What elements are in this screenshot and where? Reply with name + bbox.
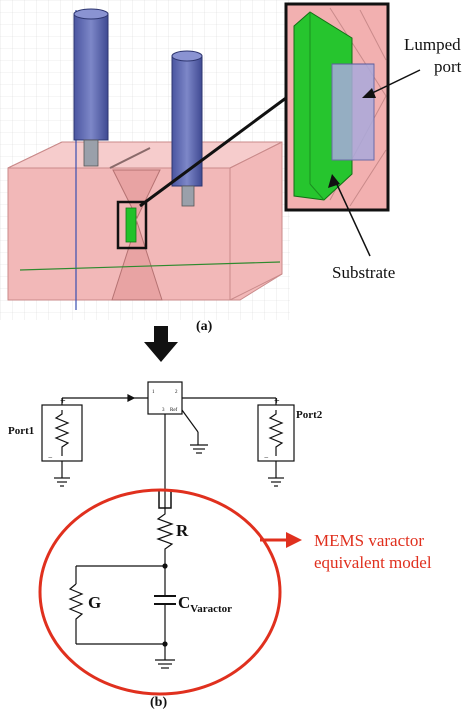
zoom-highlight-box xyxy=(116,200,148,250)
port1-label: Port1 xyxy=(8,425,34,437)
port2-label: Port2 xyxy=(296,409,323,421)
panel-b-circuit xyxy=(41,381,295,669)
zoom-inset xyxy=(284,2,390,212)
block-ground-icon xyxy=(190,444,208,454)
left-coaxial-probe xyxy=(73,8,109,167)
right-coaxial-probe xyxy=(171,50,203,207)
caption-b: (b) xyxy=(150,695,167,710)
resistor-r-icon xyxy=(156,508,174,560)
port2-minus-terminal: − xyxy=(264,453,269,462)
inset-lumped-port xyxy=(331,63,375,161)
port1-resistor-icon xyxy=(54,410,70,456)
block-pin-4: Ref xyxy=(170,408,178,413)
port1-minus-terminal: − xyxy=(48,453,53,462)
panel-b-labels: Port1 Port2 + + − − 1 2 3 Ref R G CVarac… xyxy=(8,390,432,710)
substrate-callout: Substrate xyxy=(328,174,395,282)
block-pin-2: 2 xyxy=(175,390,178,395)
port2-plus-terminal: + xyxy=(274,396,280,407)
s-parameter-block xyxy=(147,381,183,415)
port2-ground-icon xyxy=(268,477,284,487)
block-pin-1: 1 xyxy=(152,390,155,395)
caption-a: (a) xyxy=(196,319,213,334)
substrate-label: Substrate xyxy=(332,263,395,282)
lumped-port-callout: Lumped port xyxy=(362,35,462,98)
zoom-connector-line xyxy=(139,96,287,208)
conductance-g-label: G xyxy=(88,593,101,612)
mems-label-line1: MEMS varactor xyxy=(314,531,424,550)
panel-a-3d-model xyxy=(0,0,290,320)
mems-model-ellipse xyxy=(38,488,282,696)
lumped-port-label-line1: Lumped xyxy=(404,35,461,54)
resistor-r-label: R xyxy=(176,521,189,540)
y-axis-line xyxy=(19,261,281,271)
port1-ground-icon xyxy=(54,477,70,487)
mems-patch xyxy=(125,207,137,243)
mems-pointer-arrow xyxy=(260,532,302,548)
bowtie-antenna xyxy=(111,169,163,301)
lumped-port-label-line2: port xyxy=(434,57,462,76)
varactor-capacitor-icon xyxy=(154,595,176,605)
down-arrow xyxy=(144,326,178,362)
port2-resistor-icon xyxy=(268,410,284,456)
port1-plus-terminal: + xyxy=(60,396,66,407)
model-ground-icon xyxy=(155,659,175,669)
mems-label-line2: equivalent model xyxy=(314,553,432,572)
capacitor-label: CVaractor xyxy=(178,593,232,615)
block-pin-3: 3 xyxy=(162,408,165,413)
conductance-g-icon xyxy=(68,583,84,644)
